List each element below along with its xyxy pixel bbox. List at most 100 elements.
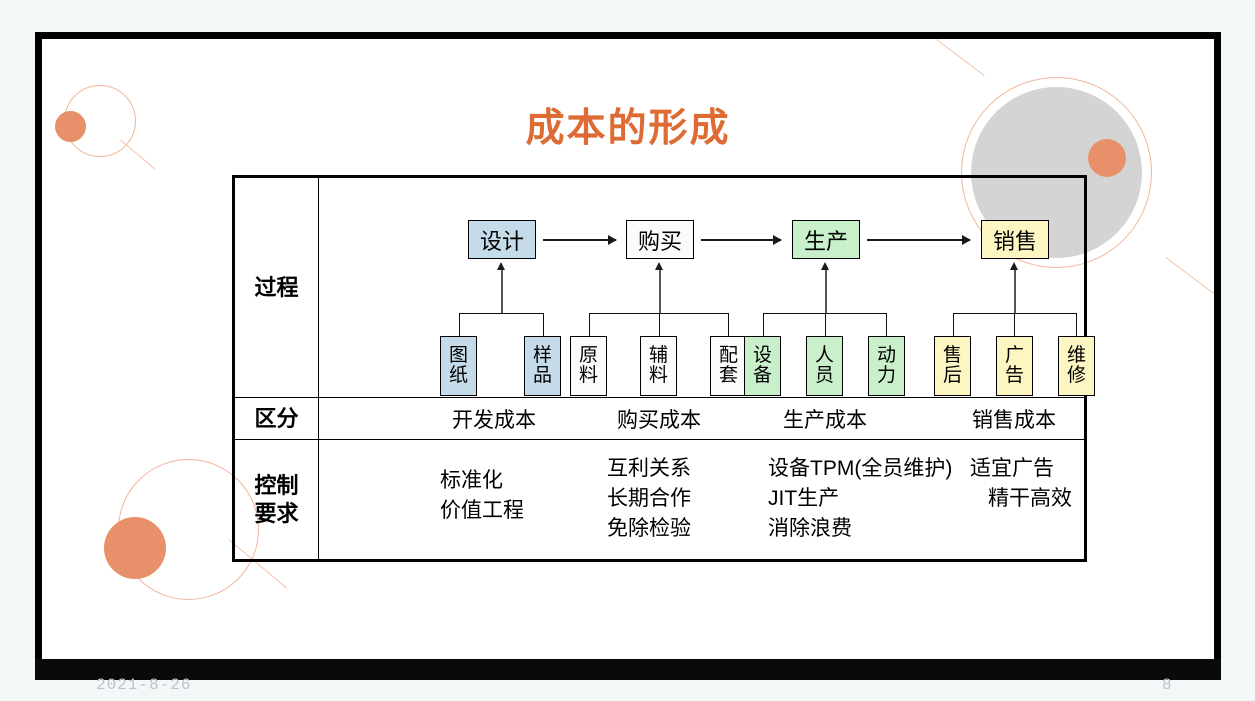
control-design-item-1: 标准化 [440, 469, 503, 492]
table-row-control: 控制 要求 标准化 价值工程 互利关系 长期合作 免除检验 [235, 439, 1084, 559]
classification-sales-cost: 销售成本 [972, 409, 1056, 432]
connector-stem-production [825, 270, 828, 314]
stage-box-production-label: 生产 [803, 228, 848, 254]
child-box-auxiliary-material-line1: 辅 [648, 345, 668, 367]
stage-box-design-label: 设计 [479, 228, 524, 254]
child-box-equipment-line2: 备 [752, 365, 772, 386]
control-purchase-item-3: 免除检验 [607, 516, 691, 540]
table-row-classification: 区分 开发成本 购买成本 生产成本 销售成本 [235, 397, 1084, 439]
control-production-item-3: 消除浪费 [768, 516, 852, 540]
child-box-drawing-line2: 纸 [448, 365, 468, 386]
stage-box-sales[interactable]: 销售 [981, 220, 1049, 259]
control-production-item-1: 设备TPM(全员维护) [768, 457, 953, 480]
child-box-power[interactable]: 动 力 [868, 336, 905, 396]
child-box-power-line2: 力 [876, 365, 896, 386]
classification-development-cost: 开发成本 [452, 409, 536, 432]
row-label-classification-text: 区分 [254, 405, 299, 431]
decorative-slash-top-right-lower [1165, 257, 1214, 295]
row-label-control: 控制 要求 [235, 440, 319, 559]
connector-drop-sales-2 [1014, 313, 1016, 339]
child-box-supporting-parts-line2: 套 [718, 365, 738, 386]
connector-arrow-purchase [655, 262, 663, 270]
stage-box-design[interactable]: 设计 [468, 220, 536, 259]
connector-drop-production-1 [763, 313, 765, 339]
control-production-item-2: JIT生产 [768, 486, 840, 510]
control-group-purchase: 互利关系 长期合作 免除检验 [607, 454, 691, 543]
control-purchase-item-2: 长期合作 [607, 486, 691, 510]
connector-stem-sales [1014, 270, 1017, 314]
child-box-raw-material-line1: 原 [578, 345, 598, 367]
footer-date: 2021-8-26 [96, 676, 192, 694]
cost-formation-table: 过程 设计 购买 生产 销售 [232, 175, 1095, 562]
connector-drop-design-1 [459, 313, 461, 339]
connector-drop-purchase-1 [589, 313, 591, 339]
child-box-advertising-line2: 告 [1004, 365, 1024, 386]
classification-cells: 开发成本 购买成本 生产成本 销售成本 [319, 398, 1084, 439]
connector-stem-purchase [659, 270, 662, 314]
child-box-drawing[interactable]: 图 纸 [440, 336, 477, 396]
decorative-slash-top-right-upper [936, 39, 985, 76]
child-box-personnel[interactable]: 人 员 [806, 336, 843, 396]
child-box-maintenance[interactable]: 维 修 [1058, 336, 1095, 396]
connector-arrow-production [821, 262, 829, 270]
arrow-purchase-to-production [701, 235, 782, 245]
connector-drop-purchase-3 [728, 313, 730, 339]
child-box-personnel-line1: 人 [814, 345, 834, 367]
control-cells: 标准化 价值工程 互利关系 长期合作 免除检验 设备TPM(全员维护) JIT生… [319, 440, 1084, 559]
control-sales-item-2: 精干高效 [988, 486, 1072, 510]
child-box-drawing-line1: 图 [448, 345, 468, 367]
child-box-sample-line1: 样 [532, 345, 552, 367]
page-title: 成本的形成 [525, 107, 731, 150]
child-box-advertising[interactable]: 广 告 [996, 336, 1033, 396]
connector-drop-purchase-2 [659, 313, 661, 339]
connector-drop-production-2 [825, 313, 827, 339]
stage-box-purchase-label: 购买 [637, 228, 682, 254]
child-box-equipment[interactable]: 设 备 [744, 336, 781, 396]
slide-canvas: 成本的形成 过程 设计 购买 生产 销售 [42, 39, 1214, 665]
child-box-power-line1: 动 [876, 345, 896, 367]
classification-production-cost: 生产成本 [783, 409, 867, 432]
child-box-supporting-parts-line1: 配 [718, 345, 738, 367]
control-group-design: 标准化 价值工程 [440, 466, 524, 526]
footer-bar [35, 659, 1221, 680]
connector-arrow-design [497, 262, 505, 270]
process-diagram: 设计 购买 生产 销售 [319, 178, 1095, 397]
arrow-design-to-purchase [543, 235, 617, 245]
child-box-supporting-parts[interactable]: 配 套 [710, 336, 747, 396]
control-group-sales: 适宜广告 精干高效 [970, 454, 1072, 514]
child-box-sample[interactable]: 样 品 [524, 336, 561, 396]
child-box-sample-line2: 品 [532, 365, 552, 386]
child-box-advertising-line1: 广 [1004, 345, 1024, 367]
row-label-control-line2: 要求 [254, 500, 299, 526]
row-label-control-line1: 控制 [254, 473, 299, 498]
child-box-after-sales[interactable]: 售 后 [934, 336, 971, 396]
connector-drop-sales-3 [1076, 313, 1078, 339]
child-box-equipment-line1: 设 [752, 345, 772, 367]
connector-arrow-sales [1010, 262, 1018, 270]
connector-stem-design [501, 270, 504, 314]
child-box-auxiliary-material-line2: 料 [648, 365, 668, 386]
child-box-auxiliary-material[interactable]: 辅 料 [640, 336, 677, 396]
stage-box-production[interactable]: 生产 [792, 220, 860, 259]
connector-drop-design-2 [543, 313, 545, 339]
child-box-after-sales-line1: 售 [942, 345, 962, 367]
child-box-maintenance-line2: 修 [1066, 365, 1086, 386]
child-box-maintenance-line1: 维 [1066, 345, 1086, 367]
row-label-process-text: 过程 [254, 274, 299, 300]
stage-box-purchase[interactable]: 购买 [626, 220, 694, 259]
connector-bar-design [459, 313, 544, 315]
child-box-after-sales-line2: 后 [942, 365, 962, 386]
row-label-process: 过程 [235, 178, 319, 397]
slide-frame: 成本的形成 过程 设计 购买 生产 销售 [35, 32, 1221, 672]
child-box-raw-material-line2: 料 [578, 365, 598, 386]
table-row-process: 过程 设计 购买 生产 销售 [235, 178, 1095, 397]
decorative-dot-bottom-left [104, 517, 166, 579]
control-group-production: 设备TPM(全员维护) JIT生产 消除浪费 [768, 454, 952, 543]
child-box-personnel-line2: 员 [814, 365, 834, 386]
footer-page-number: 8 [1162, 676, 1173, 694]
control-sales-item-1: 适宜广告 [970, 457, 1054, 480]
connector-drop-sales-1 [953, 313, 955, 339]
connector-drop-production-3 [886, 313, 888, 339]
child-box-raw-material[interactable]: 原 料 [570, 336, 607, 396]
